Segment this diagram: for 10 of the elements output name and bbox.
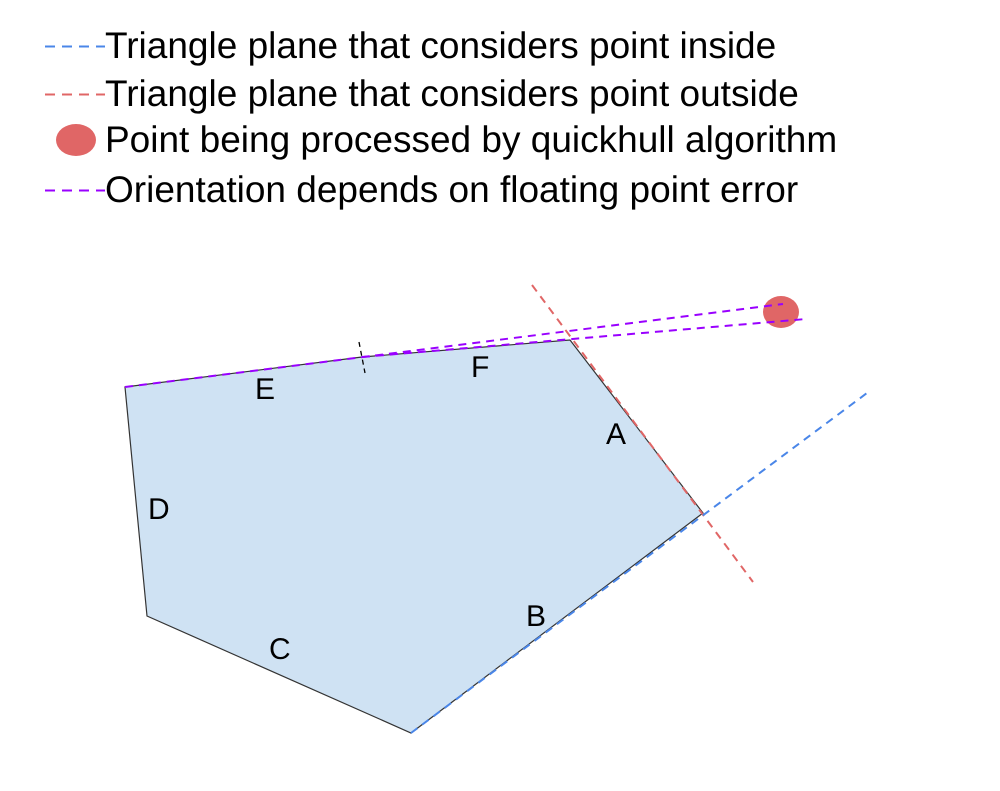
side-label: A <box>606 419 626 451</box>
side-label: F <box>471 352 490 384</box>
legend-text: Orientation depends on floating point error <box>105 169 798 211</box>
legend-text: Triangle plane that considers point inside <box>105 25 776 67</box>
legend-text: Triangle plane that considers point outside <box>105 73 799 115</box>
side-label: E <box>255 374 276 406</box>
side-label: D <box>148 494 170 526</box>
side-label: B <box>526 601 546 633</box>
side-label: C <box>269 634 291 666</box>
legend-text: Point being processed by quickhull algorithm <box>105 119 838 161</box>
